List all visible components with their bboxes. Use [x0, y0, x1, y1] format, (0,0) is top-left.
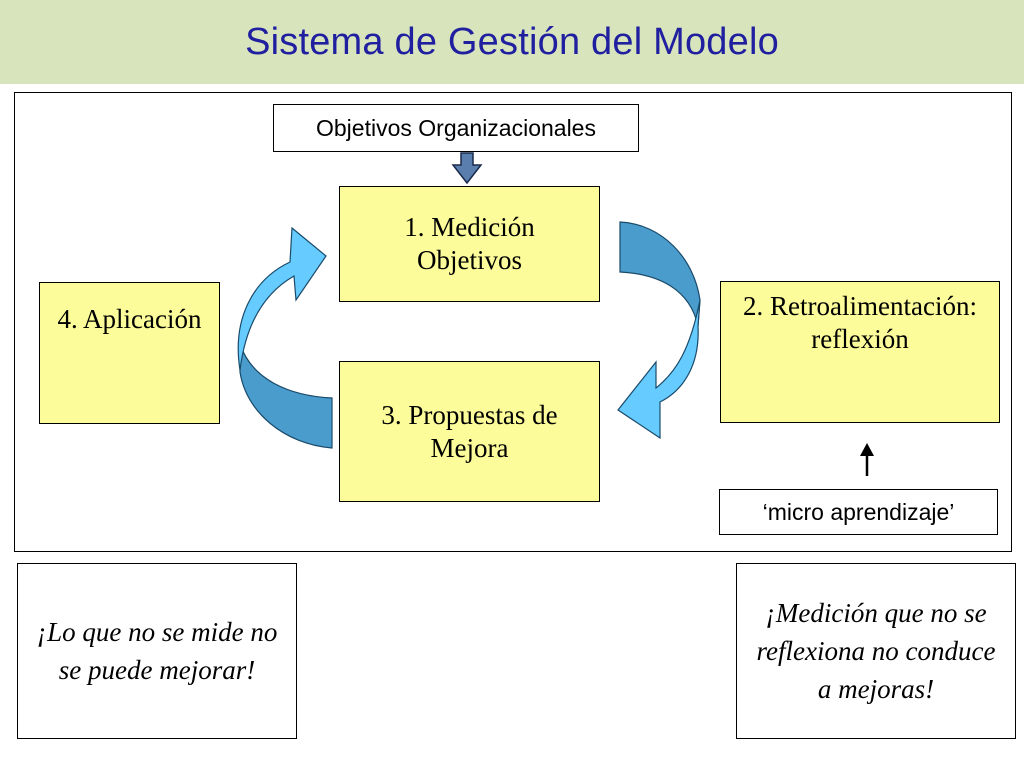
- aplicacion-label: 4. Aplicación: [57, 304, 202, 334]
- page-title: Sistema de Gestión del Modelo: [245, 20, 779, 63]
- objetivos-label: Objetivos Organizacionales: [316, 114, 596, 141]
- retroalimentacion-label: 2. Retroalimentación: reflexión: [743, 291, 977, 354]
- quote-right-box: ¡Medición que no se reflexiona no conduc…: [736, 563, 1016, 739]
- propuestas-label: 3. Propuestas de Mejora: [381, 399, 558, 463]
- curved-arrow-left-icon: [237, 226, 333, 449]
- diagram-frame: [14, 92, 1012, 552]
- up-arrow-icon: [860, 443, 874, 476]
- quote-right-text: ¡Medición que no se reflexiona no conduc…: [756, 598, 996, 704]
- title-bar: Sistema de Gestión del Modelo: [0, 0, 1024, 84]
- medicion-label: 1. Medición Objetivos: [404, 212, 535, 275]
- curved-arrow-right-icon: [617, 221, 701, 440]
- medicion-box: 1. Medición Objetivos: [339, 186, 600, 302]
- quote-left-box: ¡Lo que no se mide no se puede mejorar!: [17, 563, 297, 739]
- micro-aprendizaje-box: ‘micro aprendizaje’: [719, 489, 998, 535]
- quote-left-text: ¡Lo que no se mide no se puede mejorar!: [36, 617, 278, 685]
- down-arrow-icon: [451, 152, 483, 185]
- retroalimentacion-box: 2. Retroalimentación: reflexión: [720, 281, 1000, 423]
- objetivos-box: Objetivos Organizacionales: [273, 104, 639, 152]
- aplicacion-box: 4. Aplicación: [39, 282, 220, 424]
- micro-aprendizaje-label: ‘micro aprendizaje’: [762, 498, 955, 525]
- propuestas-box: 3. Propuestas de Mejora: [339, 361, 600, 502]
